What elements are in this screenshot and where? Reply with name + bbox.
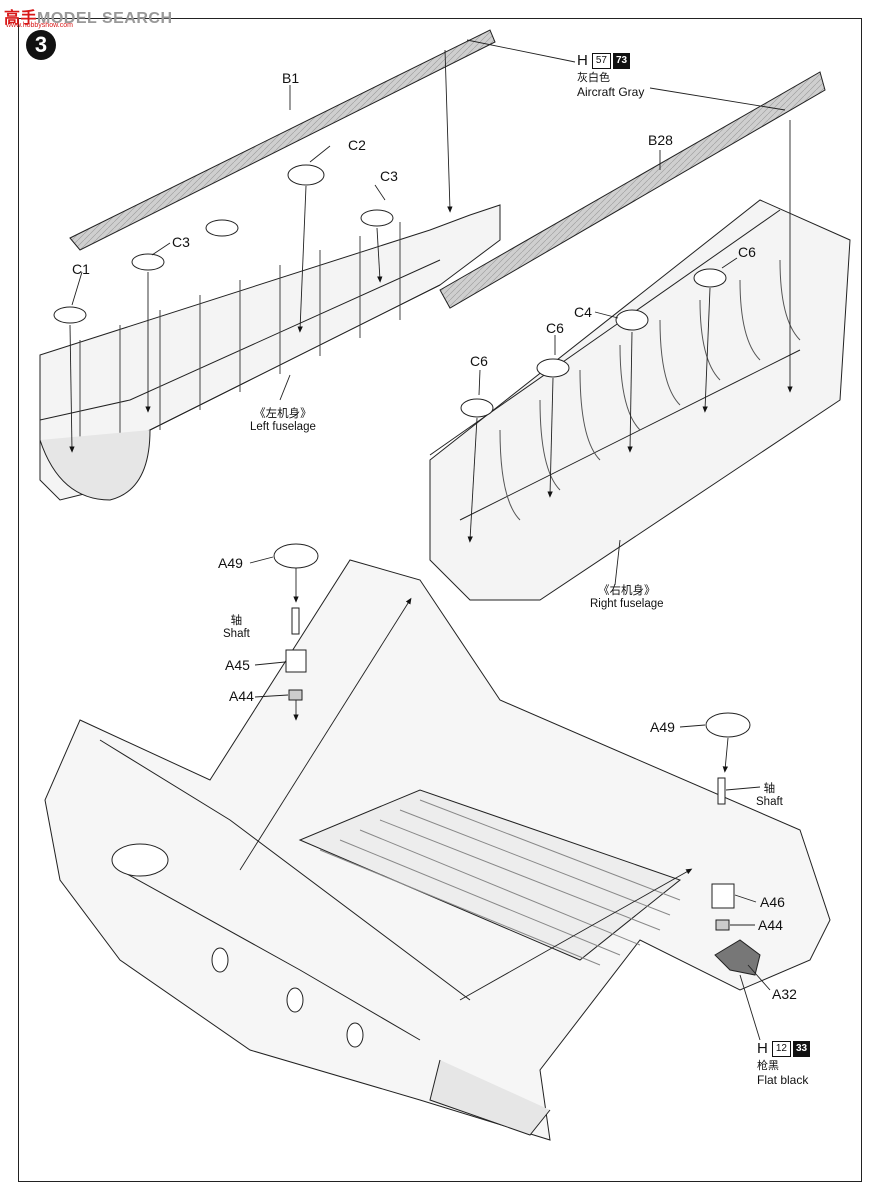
part-disc [205,219,239,237]
label-c6-left: C6 [470,353,488,369]
step-number-badge: 3 [26,30,56,60]
page-border [18,18,862,1182]
leader-lines [71,39,786,1041]
paint-cn-label: 灰白色 [577,72,610,84]
label-a44-right: A44 [758,917,783,933]
part-c6-left [460,398,494,418]
paint-en-label: Flat black [757,1073,809,1087]
label-a49-left: A49 [218,555,243,571]
paint-cn-label: 枪黑 [757,1060,779,1072]
part-c6-right [693,268,727,288]
label-a46: A46 [760,894,785,910]
left-fuselage-drawing [39,204,501,501]
label-c2: C2 [348,137,366,153]
part-c4 [615,309,649,331]
label-c4: C4 [574,304,592,320]
label-c3-left: C3 [172,234,190,250]
part-c3-left [131,253,165,271]
paint-en-label: Aircraft Gray [577,85,645,99]
label-c3-right: C3 [380,168,398,184]
label-b28: B28 [648,132,673,148]
part-b1-panel [69,29,496,251]
label-a32: A32 [772,986,797,1002]
label-c6-middle: C6 [546,320,564,336]
label-a44-left: A44 [229,688,254,704]
part-c6-middle [536,358,570,378]
label-c6-top: C6 [738,244,756,260]
label-a45: A45 [225,657,250,673]
label-c1: C1 [72,261,90,277]
caption-right-fuselage: 《右机身》Right fuselage [590,585,664,610]
part-b28-panel [439,71,826,309]
part-c1 [53,306,87,324]
watermark-url: www.hobbyshow.com [6,22,73,29]
shaft-assembly-left [273,543,319,701]
label-b1: B1 [282,70,300,86]
lower-fuselage-drawing [44,559,831,1141]
part-c3-right [360,209,394,227]
assembly-arrows [69,49,793,1001]
label-a49-right: A49 [650,719,675,735]
caption-left-fuselage: 《左机身》Left fuselage [250,408,316,433]
part-c2 [287,164,325,186]
watermark-logo: 高手MODEL SEARCH [4,10,173,27]
